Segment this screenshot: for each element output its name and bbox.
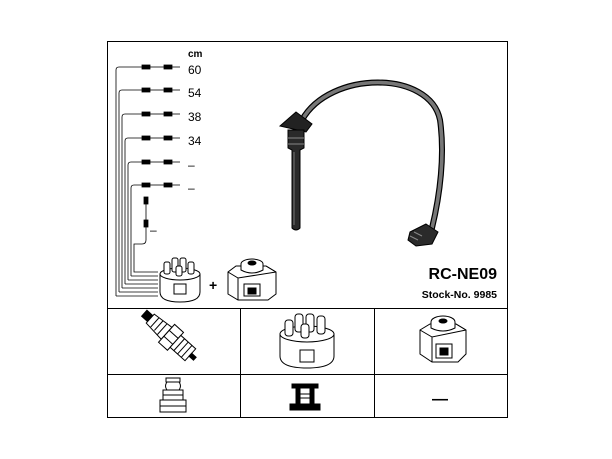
spark-plug-icon	[140, 309, 197, 362]
length-row-5: –	[188, 158, 195, 172]
lead-connector-extra	[143, 196, 149, 228]
length-unit: cm	[188, 49, 203, 60]
distributor-cap-icon	[159, 257, 201, 303]
lead-connector-row-4	[141, 135, 180, 141]
plus-sign: +	[209, 277, 217, 293]
spark-plug-boot	[278, 111, 313, 231]
lead-connector-row-2	[141, 87, 180, 93]
stock-number: Stock-No. 9985	[422, 289, 497, 301]
legend-wiring	[115, 66, 158, 297]
coil-boot	[407, 223, 439, 247]
distributor-cap-large-icon	[279, 313, 335, 369]
lead-cable	[299, 79, 446, 231]
frame	[107, 41, 508, 418]
extra-lead-label: –	[150, 223, 157, 237]
lengths-legend: cm	[115, 49, 203, 297]
lead-connectors	[141, 64, 180, 228]
ht-lead	[278, 79, 446, 247]
length-row-4: 34	[188, 134, 202, 148]
lead-connector-row-3	[141, 111, 180, 117]
coil-terminal-icon	[289, 383, 321, 411]
length-row-3: 38	[188, 110, 202, 124]
length-row-6: –	[188, 181, 195, 195]
empty-cell-mark: —	[432, 391, 448, 408]
ignition-coil-large-icon	[419, 315, 467, 363]
lead-connector-row-5	[141, 159, 180, 165]
product-code: RC-NE09	[429, 266, 498, 283]
plug-terminal-icon	[159, 377, 187, 413]
ignition-coil-icon	[227, 258, 277, 301]
length-row-2: 54	[188, 86, 202, 100]
lead-connector-row-6	[141, 182, 180, 188]
length-row-1: 60	[188, 63, 202, 77]
lead-connector-row-1	[141, 64, 180, 70]
